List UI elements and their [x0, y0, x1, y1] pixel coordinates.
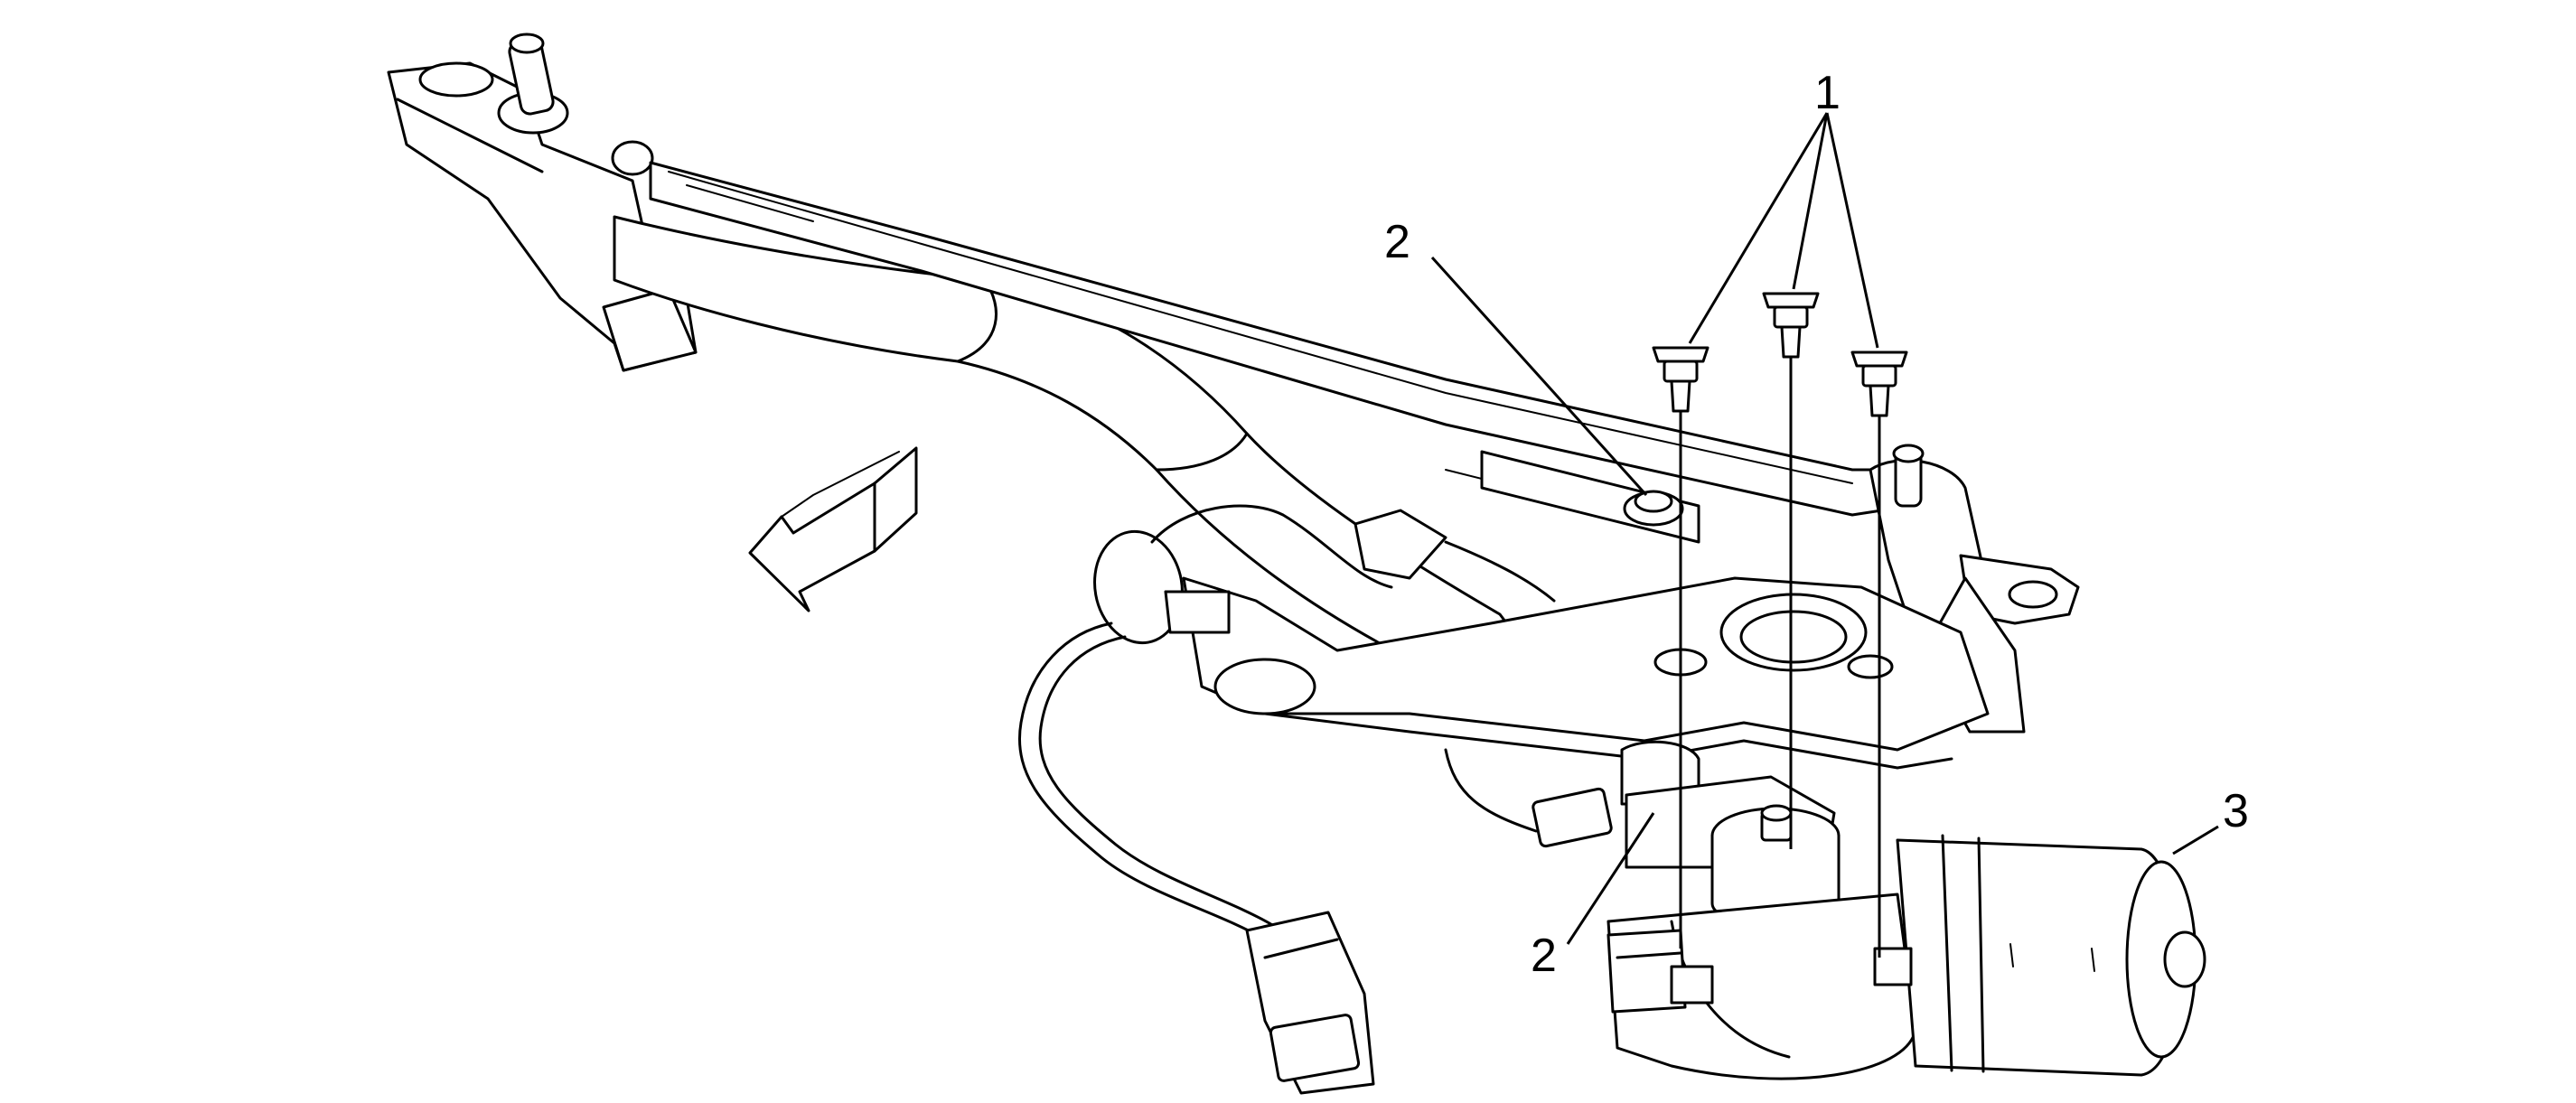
bolt-left [1652, 346, 1710, 413]
wiring-harness [1018, 504, 1613, 1095]
callout-leaders [1430, 112, 2219, 945]
alignment-lines [1679, 357, 1881, 958]
callout-2-lower: 2 [1531, 930, 1557, 982]
callout-2-upper: 2 [1384, 216, 1410, 268]
bolt-center [1762, 292, 1820, 359]
forward-arrow-icon [748, 446, 918, 612]
bolt-right [1850, 351, 1908, 417]
wiper-transmission-linkage [387, 33, 2080, 770]
wiper-motor [1606, 740, 2206, 1080]
callout-1: 1 [1814, 67, 1841, 119]
callout-3: 3 [2223, 785, 2249, 837]
